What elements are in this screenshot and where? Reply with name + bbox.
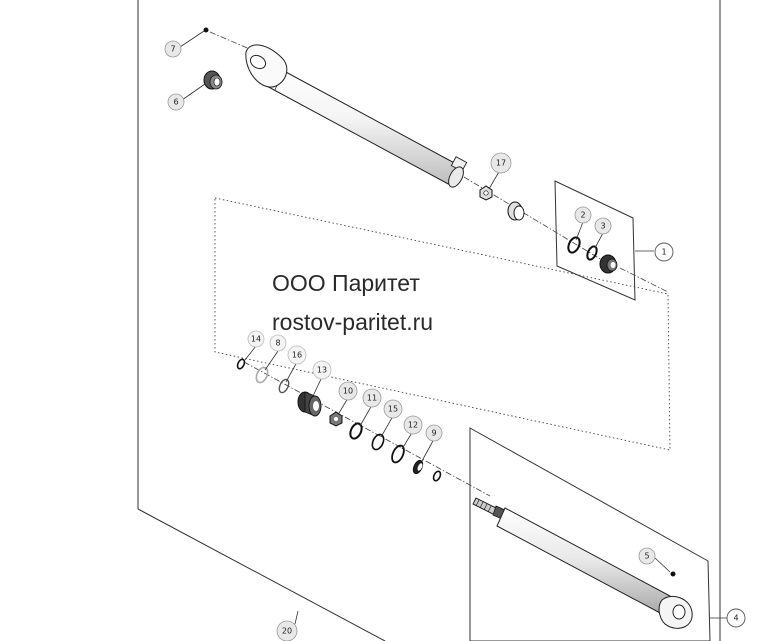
guide-bushing	[507, 201, 525, 221]
callout-12: 12	[403, 415, 423, 435]
svg-text:10: 10	[343, 387, 353, 396]
callout-7: 7	[164, 40, 182, 58]
callout-4: 4	[726, 608, 746, 628]
callout-11: 11	[362, 388, 382, 408]
bushing-part-6	[203, 70, 223, 90]
callout-2: 2	[574, 206, 592, 224]
callout-17: 17	[490, 152, 512, 174]
leader-lines	[179, 30, 727, 625]
kit-1-parts	[567, 236, 618, 274]
callout-20: 20	[276, 620, 298, 641]
callout-6: 6	[167, 93, 185, 111]
svg-text:8: 8	[275, 339, 280, 348]
kit-1-box	[554, 180, 636, 301]
callout-9: 9	[425, 424, 443, 442]
grease-nipple-part-7	[203, 27, 209, 33]
callout-5: 5	[638, 547, 656, 565]
callout-16: 16	[287, 345, 307, 365]
callout-14: 14	[247, 330, 265, 348]
callout-8: 8	[269, 334, 287, 352]
callout-3: 3	[594, 217, 612, 235]
cylinder-tube	[245, 44, 468, 188]
svg-text:5: 5	[644, 552, 649, 561]
svg-text:3: 3	[600, 222, 605, 231]
svg-text:2: 2	[580, 211, 585, 220]
watermark-company-name: ООО Паритет	[272, 270, 420, 296]
watermark-website: rostov-paritet.ru	[272, 309, 434, 335]
svg-text:11: 11	[367, 394, 377, 403]
svg-text:6: 6	[173, 98, 178, 107]
svg-text:4: 4	[733, 614, 738, 623]
svg-text:15: 15	[388, 405, 398, 414]
svg-text:13: 13	[317, 366, 327, 375]
svg-text:20: 20	[282, 627, 292, 636]
svg-text:16: 16	[292, 351, 302, 360]
svg-text:17: 17	[496, 159, 506, 168]
rod-assembly-box	[469, 427, 711, 641]
seal-kit-parts	[236, 358, 442, 482]
grease-nipple-part-5	[670, 571, 676, 577]
svg-text:7: 7	[170, 45, 175, 54]
piston-rod	[472, 497, 693, 629]
callout-13: 13	[312, 360, 332, 380]
svg-text:9: 9	[431, 429, 436, 438]
callout-15: 15	[383, 399, 403, 419]
svg-text:14: 14	[251, 335, 261, 344]
nut-part-17	[479, 185, 493, 201]
callout-10: 10	[338, 381, 358, 401]
callout-1: 1	[654, 242, 674, 262]
svg-text:12: 12	[408, 421, 418, 430]
svg-text:1: 1	[661, 248, 666, 257]
seal-kit-dotted-outline	[214, 197, 671, 451]
assembly-frame	[137, 0, 721, 641]
